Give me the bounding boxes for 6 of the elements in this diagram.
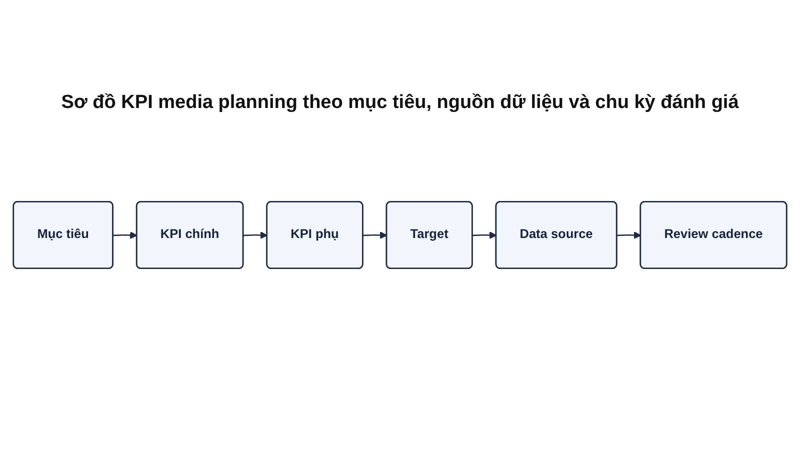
arrow: [113, 231, 138, 239]
arrow: [617, 231, 642, 239]
diagram-title: Sơ đồ KPI media planning theo mục tiêu, nguồn dữ liệu và chu kỳ đánh giá: [61, 92, 739, 113]
arrow: [243, 231, 268, 239]
arrow: [472, 231, 497, 239]
arrow: [363, 231, 388, 239]
